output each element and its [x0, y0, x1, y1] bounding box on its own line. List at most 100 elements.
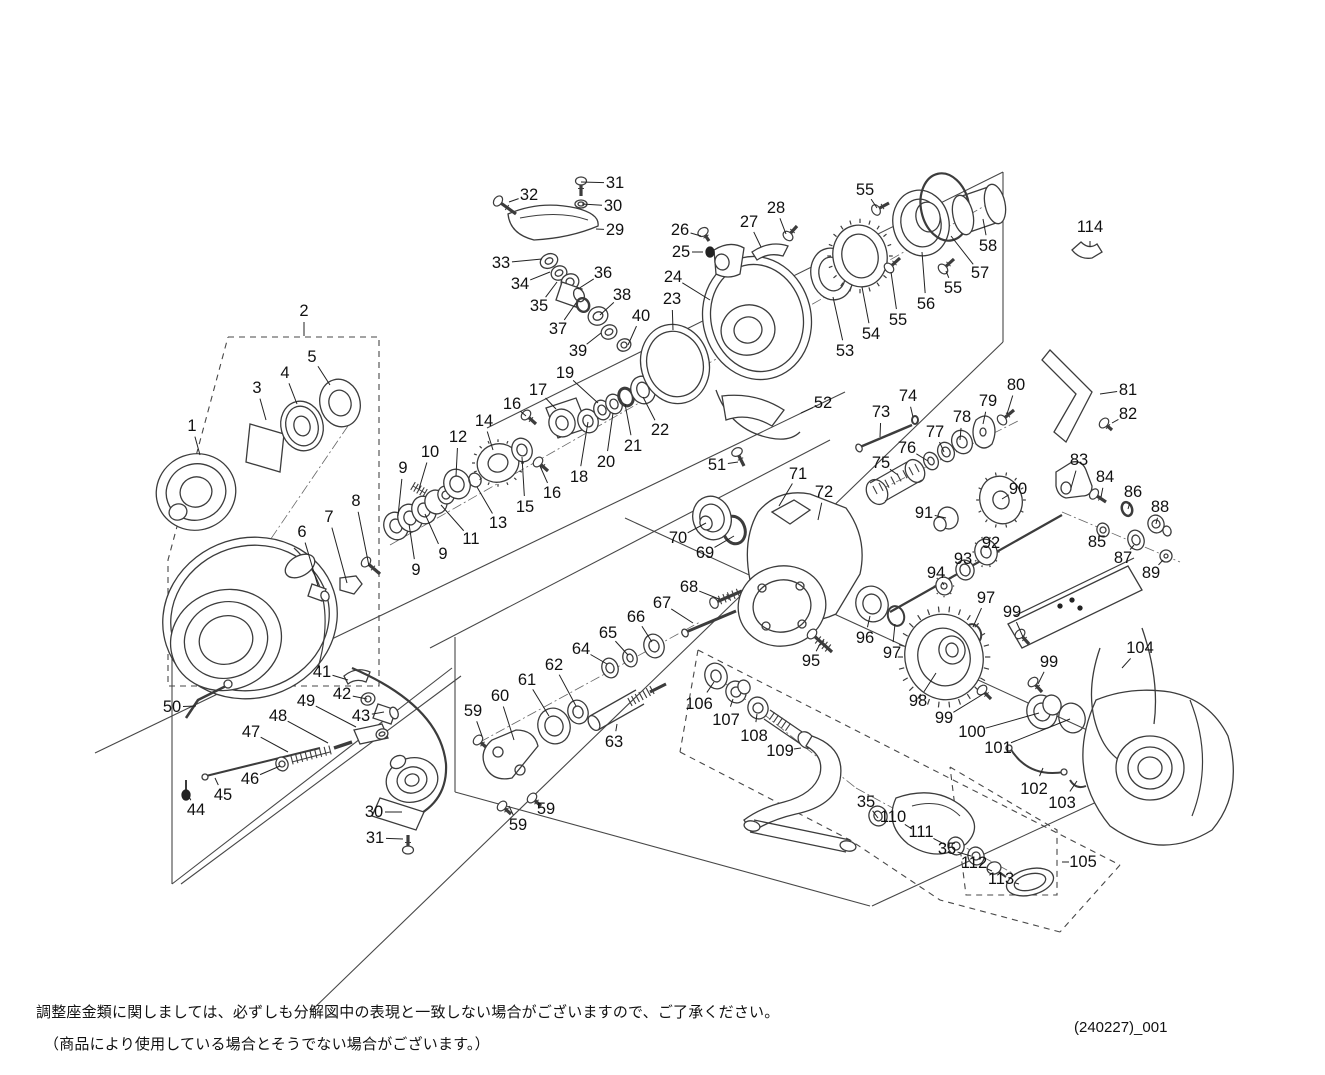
- part-label: 41: [313, 663, 331, 681]
- part-label: 86: [1124, 483, 1142, 501]
- part-label: 87: [1114, 549, 1132, 567]
- part-label: 85: [1088, 533, 1106, 551]
- part-label: 64: [572, 640, 590, 658]
- part-label: 59: [537, 800, 555, 818]
- part-label: 90: [1009, 480, 1027, 498]
- part-label: 105: [1069, 853, 1097, 871]
- part-label: 13: [489, 514, 507, 532]
- part-label: 26: [671, 221, 689, 239]
- part-label: 112: [961, 854, 987, 872]
- footer-note-line2: （商品により使用している場合とそうでない場合がございます。）: [44, 1036, 490, 1053]
- part-label: 16: [543, 484, 561, 502]
- part-label: 14: [475, 412, 493, 430]
- part-label: 60: [491, 687, 509, 705]
- part-label: 35: [530, 297, 548, 315]
- part-label: 20: [597, 453, 615, 471]
- part-label: 10: [421, 443, 439, 461]
- part-label: 113: [988, 870, 1014, 888]
- part-label: 12: [449, 428, 467, 446]
- part-label: 18: [570, 468, 588, 486]
- part-label: 74: [899, 387, 917, 405]
- part-label: 55: [889, 311, 907, 329]
- part-label: 61: [518, 671, 536, 689]
- part-label: 42: [333, 685, 351, 703]
- part-label: 83: [1070, 451, 1088, 469]
- part-label: 59: [464, 702, 482, 720]
- part-label: 78: [953, 408, 971, 426]
- part-label: 98: [909, 692, 927, 710]
- part-label: 81: [1119, 381, 1137, 399]
- part-label: 103: [1048, 794, 1076, 812]
- part-label: 32: [520, 186, 538, 204]
- part-label: 40: [632, 307, 650, 325]
- part-label: 33: [492, 254, 510, 272]
- part-label: 7: [324, 508, 333, 526]
- part-label: 47: [242, 723, 260, 741]
- part-label: 31: [606, 174, 624, 192]
- part-label: 67: [653, 594, 671, 612]
- part-label: 55: [944, 279, 962, 297]
- part-label: 9: [398, 459, 407, 477]
- part-label: 11: [462, 530, 479, 548]
- part-label: 28: [767, 199, 785, 217]
- part-label: 9: [411, 561, 420, 579]
- part-label: 9: [438, 545, 447, 563]
- part-label: 65: [599, 624, 617, 642]
- part-label: 35: [857, 793, 875, 811]
- part-label: 49: [297, 692, 315, 710]
- part-label: 111: [908, 823, 933, 841]
- part-label: 89: [1142, 564, 1160, 582]
- part-label: 94: [927, 564, 945, 582]
- part-label: 91: [915, 504, 933, 522]
- part-label: 72: [815, 483, 833, 501]
- part-label: 100: [958, 723, 986, 741]
- part-label: 109: [766, 742, 794, 760]
- part-label: 6: [297, 523, 306, 541]
- part-label: 92: [982, 534, 1000, 552]
- part-label: 48: [269, 707, 287, 725]
- part-label: 45: [214, 786, 232, 804]
- part-label: 77: [926, 423, 944, 441]
- part-label: 53: [836, 342, 854, 360]
- part-label: 79: [979, 392, 997, 410]
- part-label: 96: [856, 629, 874, 647]
- part-label: 68: [680, 578, 698, 596]
- part-label: 107: [712, 711, 740, 729]
- part-label: 15: [516, 498, 534, 516]
- part-label: 102: [1020, 780, 1048, 798]
- part-label: 71: [789, 465, 807, 483]
- part-label: 36: [594, 264, 612, 282]
- part-label: 23: [663, 290, 681, 308]
- part-label: 31: [366, 829, 384, 847]
- part-label: 52: [814, 394, 832, 412]
- part-label: 4: [280, 364, 289, 382]
- part-label: 70: [669, 529, 687, 547]
- part-label: 93: [954, 550, 972, 568]
- part-label: 66: [627, 608, 645, 626]
- part-label: 88: [1151, 498, 1169, 516]
- part-label: 62: [545, 656, 563, 674]
- part-label: 99: [935, 709, 953, 727]
- footer-note-line1: 調整座金類に関しましては、必ずしも分解図中の表現と一致しない場合がございますので…: [36, 1004, 780, 1021]
- part-label: 1: [187, 417, 196, 435]
- part-label: 44: [187, 801, 205, 819]
- part-label: 29: [606, 221, 624, 239]
- part-label: 110: [880, 808, 906, 826]
- part-label: 73: [872, 403, 890, 421]
- part-label: 39: [569, 342, 587, 360]
- part-label: 69: [696, 544, 714, 562]
- part-label: 56: [917, 295, 935, 313]
- part-label: 3: [252, 379, 261, 397]
- part-label: 5: [307, 348, 316, 366]
- part-label: 104: [1126, 639, 1154, 657]
- part-label: 54: [862, 325, 880, 343]
- part-labels: 1234567899910111213141516161718192021222…: [163, 174, 1169, 888]
- part-label: 58: [979, 237, 997, 255]
- part-label: 35: [938, 840, 956, 858]
- part-label: 38: [613, 286, 631, 304]
- part-label: 63: [605, 733, 623, 751]
- part-label: 57: [971, 264, 989, 282]
- part-label: 99: [1040, 653, 1058, 671]
- part-label: 114: [1077, 218, 1103, 236]
- part-label: 8: [351, 492, 360, 510]
